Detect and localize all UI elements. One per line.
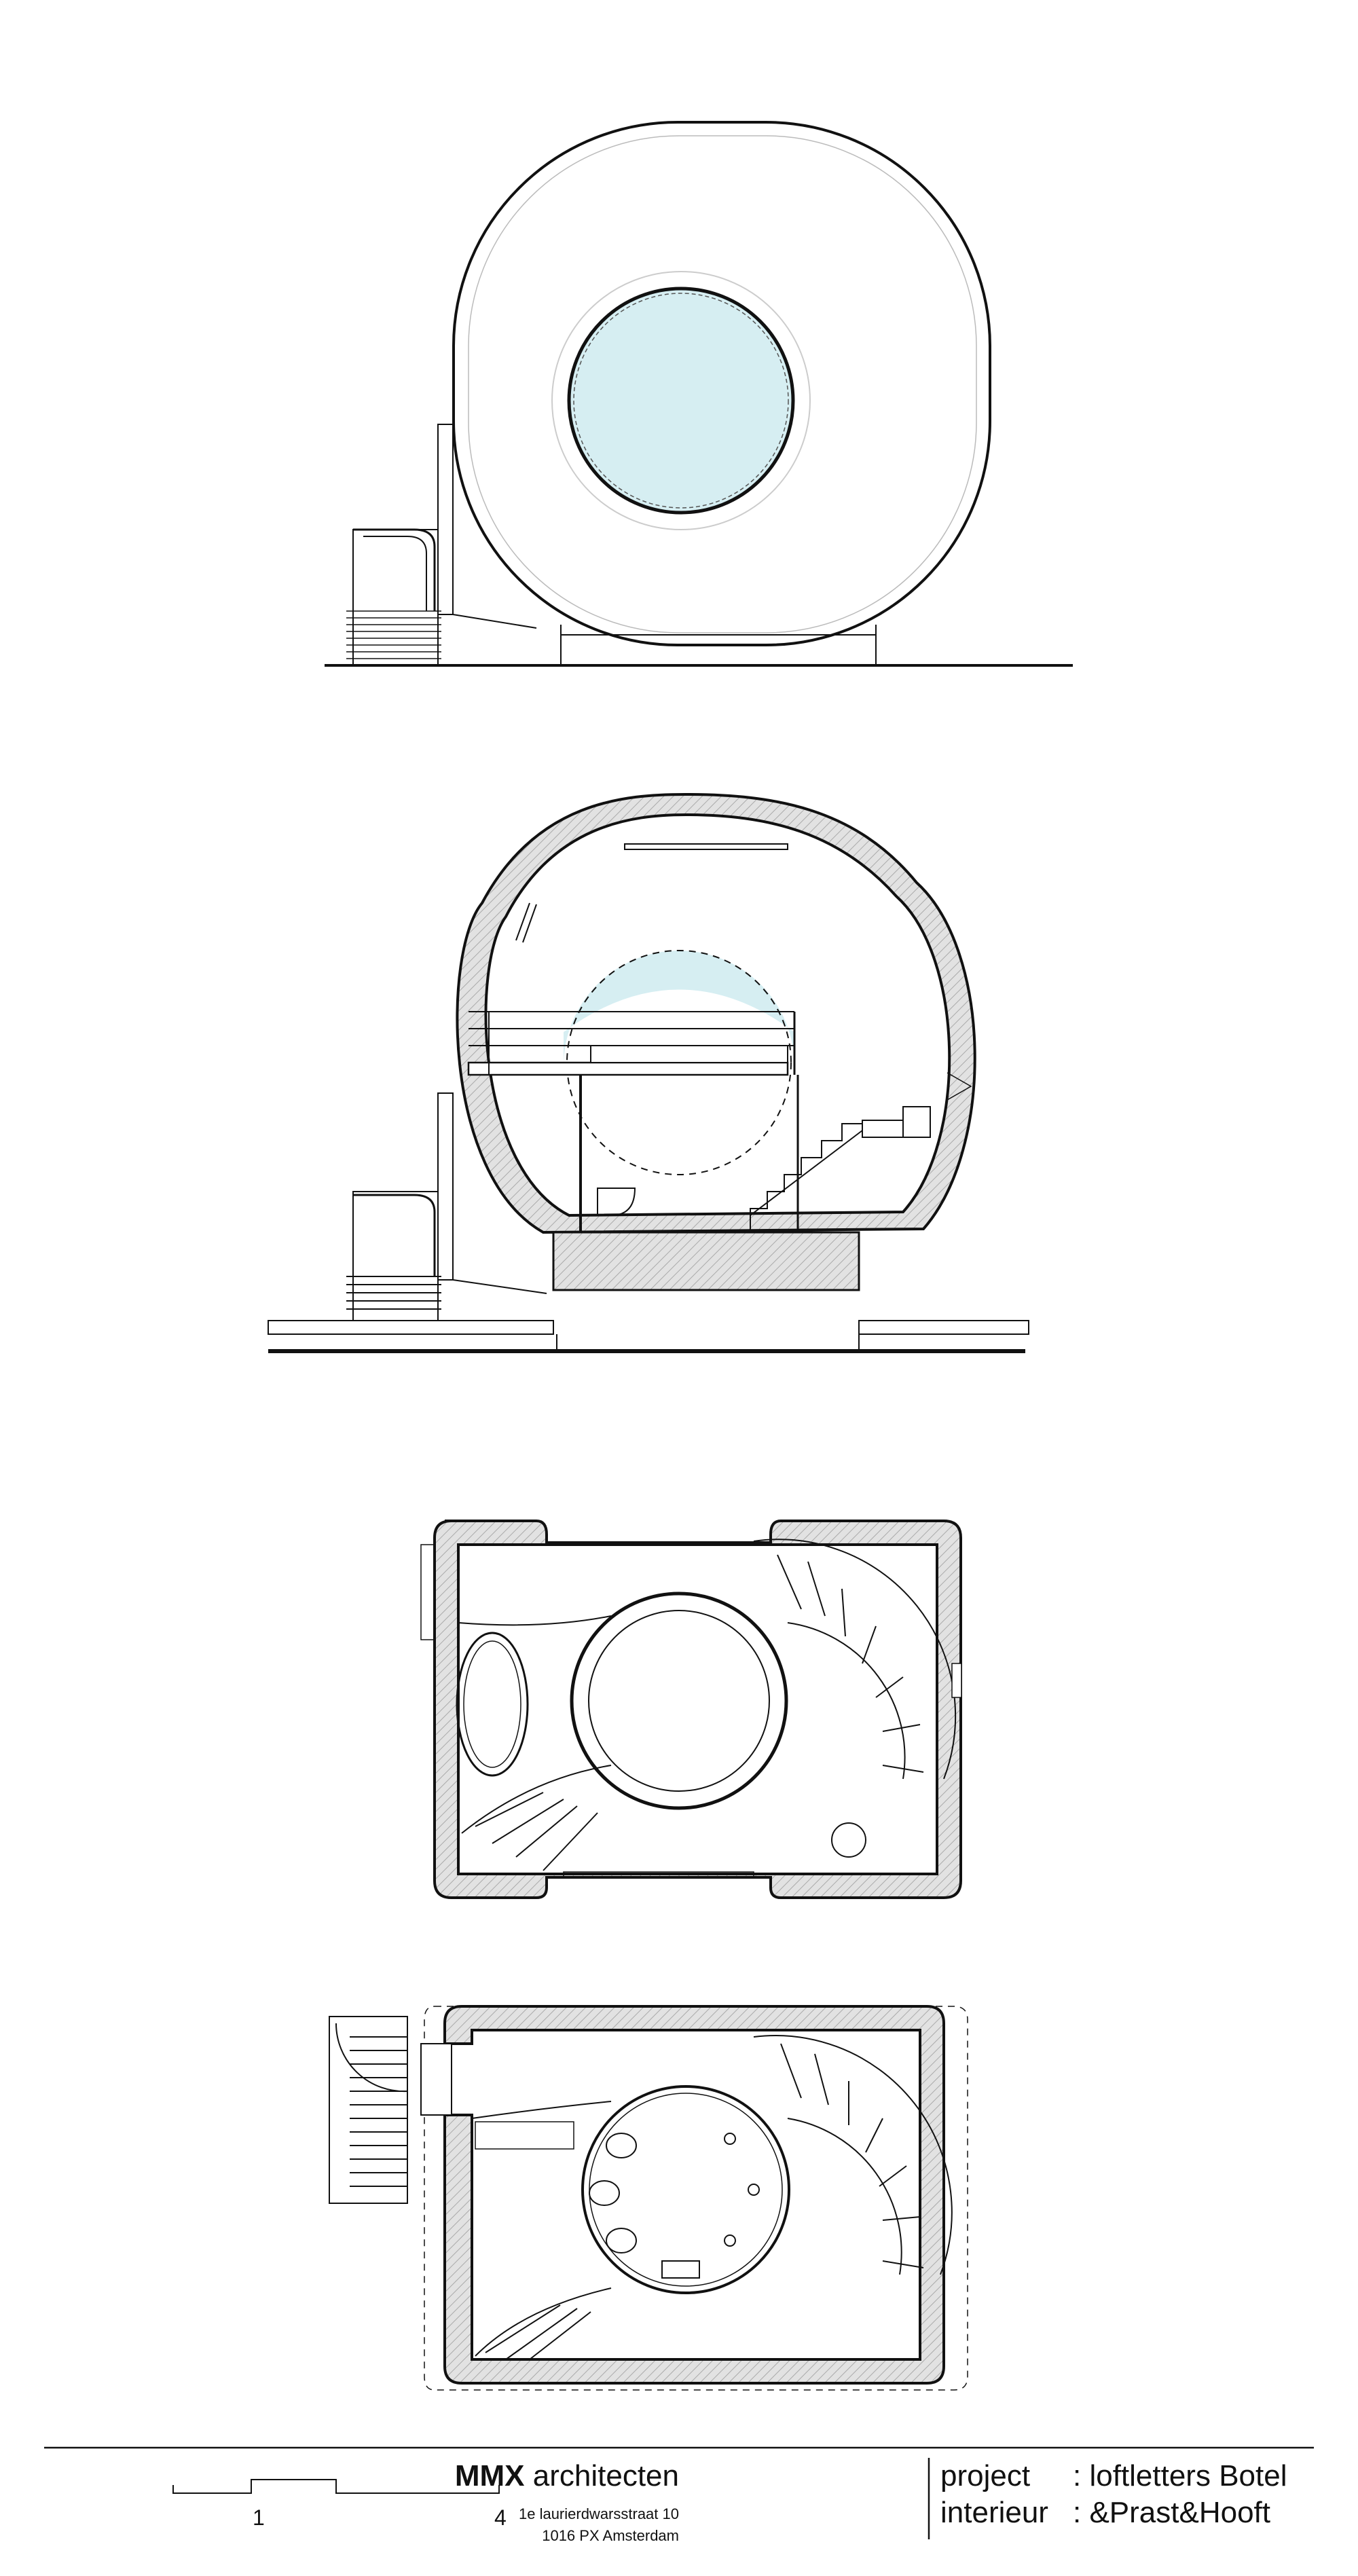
ground-central-cylinder <box>581 2085 790 2294</box>
upper-plan-walls <box>433 1520 962 1899</box>
ground-outside-stair <box>329 2016 408 2204</box>
scale-label-end: 4 <box>494 2505 507 2530</box>
address-line-1: 1e laurierdwarsstraat 10 <box>518 2505 679 2522</box>
section-shell-wall <box>456 792 976 1234</box>
interior-label: interieur <box>940 2496 1048 2529</box>
upper-bathtub <box>456 1632 529 1777</box>
scale-bar <box>172 2479 500 2494</box>
elevation-window-frame <box>551 271 811 530</box>
section-toilet <box>597 1188 636 1216</box>
upper-spiral-stair <box>461 1539 957 1871</box>
ground-plan-dashed-outline <box>424 2006 968 2391</box>
firm-name-bold: MMX <box>454 2459 525 2492</box>
upper-floor-plan <box>420 1520 962 1899</box>
project-value: : loftletters Botel <box>1073 2459 1287 2492</box>
ground-fixtures <box>589 2133 760 2279</box>
section-mezzanine-floor <box>467 1061 789 1076</box>
elevation-window-inner <box>573 293 789 509</box>
section-window-outline <box>566 950 792 1175</box>
firm-name-rest: architecten <box>524 2459 679 2492</box>
section-window-glass <box>564 951 794 1066</box>
elevation-stair <box>346 424 537 666</box>
elevation-window-glass <box>567 287 795 515</box>
ground-plan-walls <box>443 2005 945 2385</box>
project-label: project <box>940 2459 1031 2492</box>
ground-spiral-stair <box>475 2035 953 2360</box>
interior-value: : &Prast&Hooft <box>1073 2496 1271 2529</box>
scale-label-start: 1 <box>253 2505 265 2530</box>
address-line-2: 1016 PX Amsterdam <box>542 2527 679 2544</box>
ground-floor-plan <box>329 2005 968 2391</box>
elevation-view <box>325 121 1073 667</box>
elevation-pod-inner-line <box>468 135 977 633</box>
section-floor-slab <box>552 1231 860 1291</box>
upper-central-cylinder <box>570 1591 788 1810</box>
ground-entrance <box>420 2043 452 2116</box>
section-deck <box>268 1320 1029 1353</box>
section-stair <box>750 1106 931 1232</box>
firm-name: MMX architecten <box>455 2459 679 2493</box>
section-view <box>268 792 1029 1353</box>
upper-small-round-table <box>831 1822 866 1858</box>
section-skylight <box>624 843 788 850</box>
section-outside-stair <box>346 1092 547 1321</box>
